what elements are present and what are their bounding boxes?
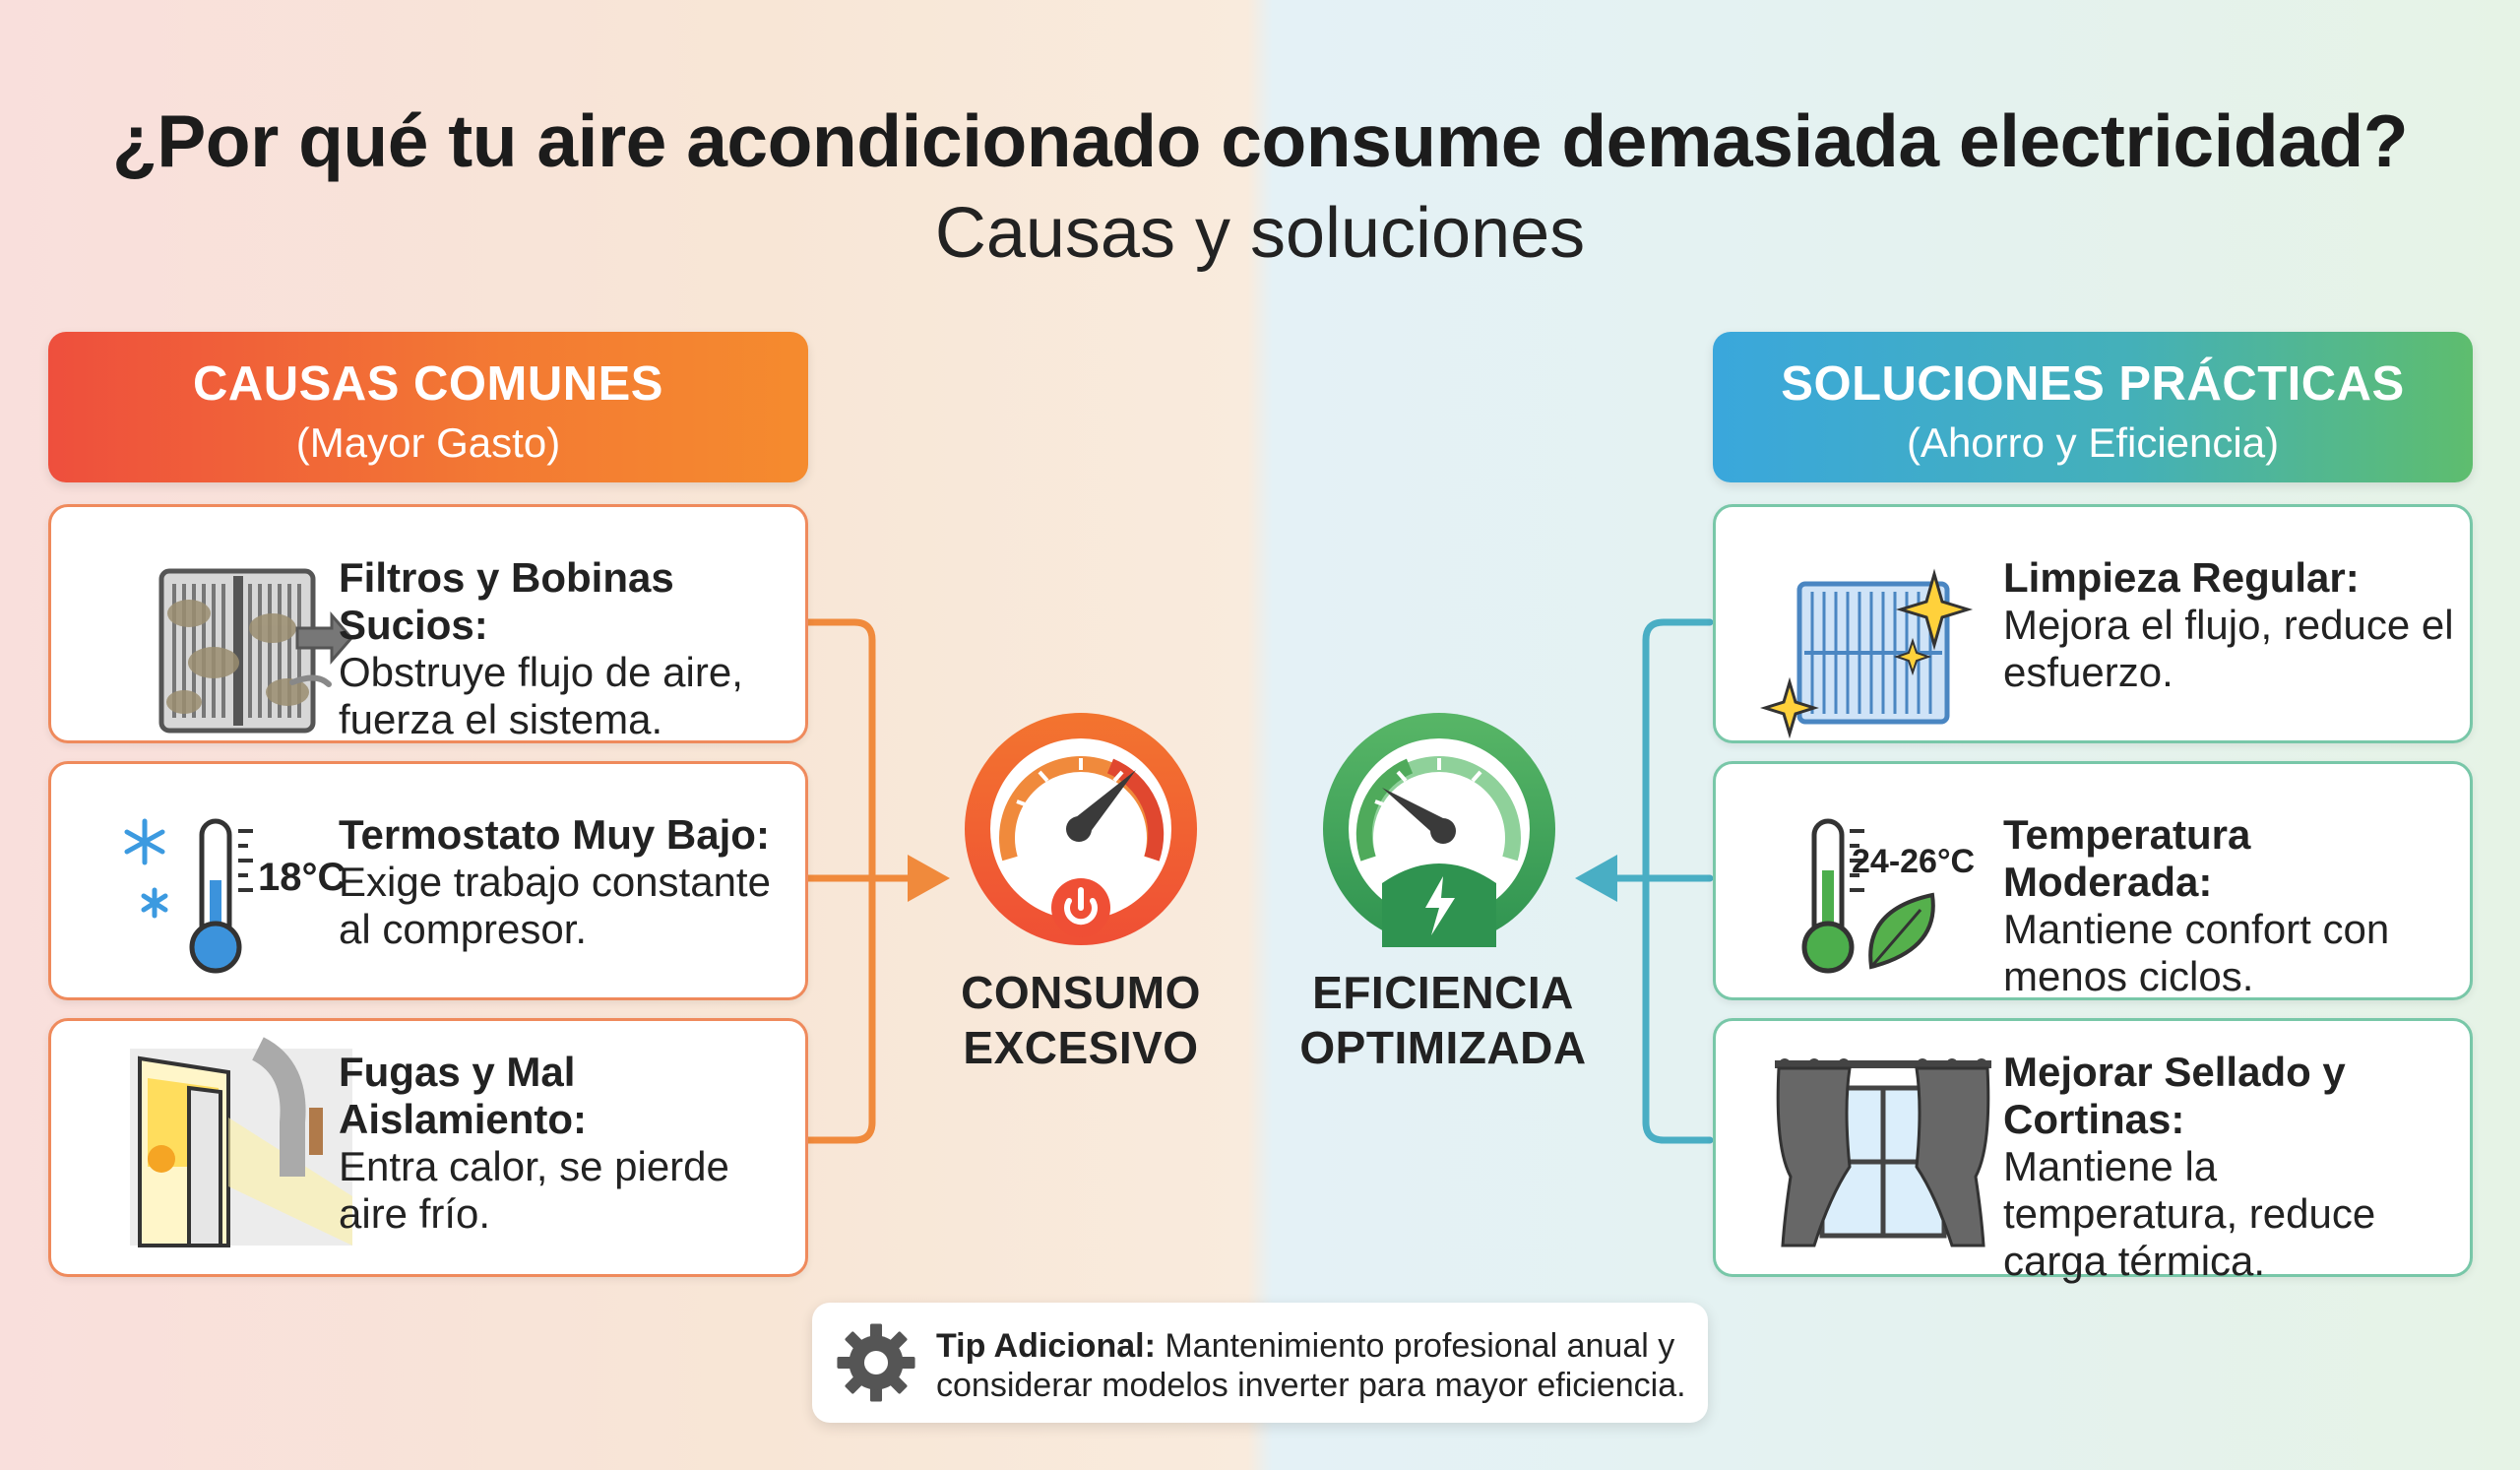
cause-description: Entra calor, se pierde aire frío.: [339, 1143, 729, 1237]
solution-description: Mantiene confort con menos ciclos.: [2003, 906, 2390, 999]
page-subtitle: Causas y soluciones: [934, 194, 1586, 273]
hub-label-efficiency: EFICIENCIA OPTIMIZADA: [1286, 965, 1601, 1075]
solution-card-temperature: 24-26°C Temperatura Moderada: Mantiene c…: [1713, 761, 2473, 1000]
moderate-thermometer-icon: 24-26°C: [1745, 792, 2001, 974]
solution-description: Mantiene la temperatura, reduce carga té…: [2003, 1143, 2376, 1284]
hub-line: EXCESIVO: [963, 1022, 1199, 1073]
cause-temp-label: 18°C: [258, 856, 346, 899]
tip-box: Tip Adicional: Mantenimiento profesional…: [812, 1303, 1708, 1423]
tip-text: Mantenimiento profesional anual y consid…: [936, 1327, 1686, 1404]
efficiency-gauge-icon: [1323, 713, 1555, 947]
cause-title: Fugas y Mal Aislamiento:: [339, 1049, 588, 1142]
solution-card-cleaning: Limpieza Regular: Mejora el flujo, reduc…: [1713, 504, 2473, 743]
solution-description: Mejora el flujo, reduce el esfuerzo.: [2003, 602, 2454, 695]
curtains-icon: [1745, 1049, 2001, 1247]
hub-line: CONSUMO: [961, 967, 1201, 1018]
gear-icon: [837, 1323, 915, 1402]
cause-description: Exige trabajo constante al compresor.: [339, 859, 771, 952]
solution-temp-label: 24-26°C: [1852, 843, 1975, 880]
solutions-subheading: (Ahorro y Eficiencia): [1906, 419, 2280, 466]
hub-line: EFICIENCIA: [1312, 967, 1574, 1018]
high-consumption-gauge-icon: [965, 713, 1197, 945]
cause-title: Termostato Muy Bajo:: [339, 811, 770, 858]
dirty-filter-icon: [81, 535, 353, 734]
hub-line: OPTIMIZADA: [1299, 1022, 1587, 1073]
causes-heading: CAUSAS COMUNES: [193, 357, 663, 411]
tip-label: Tip Adicional:: [936, 1327, 1156, 1365]
solution-card-sealing: Mejorar Sellado y Cortinas: Mantiene la …: [1713, 1018, 2473, 1284]
clean-filter-icon: [1745, 535, 2001, 739]
solutions-heading: SOLUCIONES PRÁCTICAS: [1781, 357, 2405, 411]
cause-card-insulation: Fugas y Mal Aislamiento: Entra calor, se…: [48, 1018, 808, 1277]
page-title: ¿Por qué tu aire acondicionado consume d…: [111, 99, 2409, 182]
solution-title: Limpieza Regular:: [2003, 554, 2360, 601]
cold-thermometer-icon: 18°C: [81, 792, 346, 974]
cause-card-filters: Filtros y Bobinas Sucios: Obstruye flujo…: [48, 504, 808, 743]
causes-header: CAUSAS COMUNES (Mayor Gasto): [48, 332, 808, 482]
cause-description: Obstruye flujo de aire, fuerza el sistem…: [339, 649, 743, 742]
hub-label-consumption: CONSUMO EXCESIVO: [923, 965, 1238, 1075]
solution-title: Temperatura Moderada:: [2003, 811, 2251, 905]
causes-subheading: (Mayor Gasto): [295, 419, 561, 466]
solution-title: Mejorar Sellado y Cortinas:: [2003, 1049, 2346, 1142]
cause-card-thermostat: 18°C Termostato Muy Bajo: Exige trabajo …: [48, 761, 808, 1000]
cause-title: Filtros y Bobinas Sucios:: [339, 554, 674, 648]
solutions-header: SOLUCIONES PRÁCTICAS (Ahorro y Eficienci…: [1713, 332, 2473, 482]
window-leak-icon: [81, 1037, 352, 1247]
